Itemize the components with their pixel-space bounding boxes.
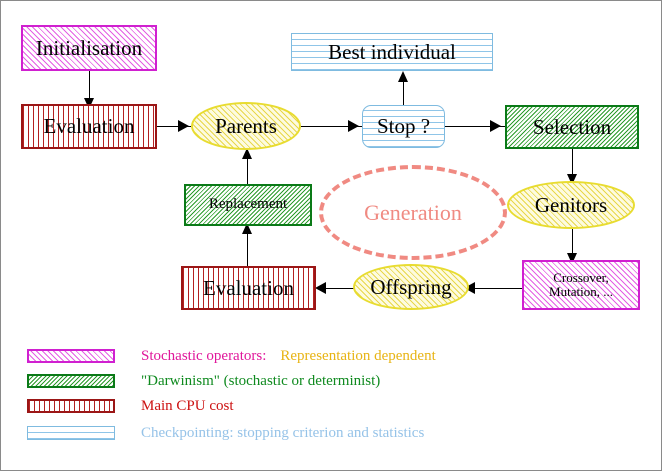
node-offspring[interactable]: Offspring bbox=[353, 264, 469, 310]
edge-stop-best bbox=[403, 73, 404, 107]
node-selection[interactable]: Selection bbox=[505, 105, 639, 149]
legend-swatch-blue-horizontal bbox=[27, 426, 115, 440]
node-crossover-mutation-label: Crossover, Mutation, ... bbox=[549, 270, 613, 299]
arrowhead-right bbox=[348, 120, 359, 132]
legend-label-darwinism: "Darwinism" (stochastic or determinist) bbox=[141, 372, 381, 389]
legend-label-representation-dependent: Representation dependent bbox=[280, 347, 436, 364]
node-evaluation-top-label: Evaluation bbox=[43, 114, 135, 139]
node-offspring-label: Offspring bbox=[370, 274, 452, 299]
legend-row-darwinism: "Darwinism" (stochastic or determinist) bbox=[27, 370, 380, 392]
node-replacement-label: Replacement bbox=[208, 196, 288, 213]
node-stop-label: Stop ? bbox=[376, 114, 431, 139]
legend-row-checkpointing: Checkpointing: stopping criterion and st… bbox=[27, 422, 424, 444]
arrowhead-right bbox=[178, 120, 189, 132]
arrowhead-right bbox=[490, 120, 501, 132]
node-genitors-label: Genitors bbox=[534, 192, 608, 217]
node-initialisation[interactable]: Initialisation bbox=[21, 25, 157, 71]
legend-swatch-red-vertical bbox=[27, 399, 115, 413]
edge-evaluation-replacement bbox=[247, 226, 248, 267]
node-stop[interactable]: Stop ? bbox=[362, 105, 445, 148]
arrowhead-down bbox=[84, 98, 94, 109]
edge-selection-genitors bbox=[572, 149, 573, 180]
arrowhead-left bbox=[464, 282, 475, 294]
legend-row-stochastic: Stochastic operators: Representation dep… bbox=[27, 345, 436, 367]
arrowhead-up bbox=[242, 148, 252, 159]
edge-offspring-evaluation bbox=[318, 288, 362, 289]
legend-row-cpu-cost: Main CPU cost bbox=[27, 395, 234, 417]
node-generation[interactable]: Generation bbox=[319, 165, 507, 260]
node-parents-label: Parents bbox=[215, 113, 277, 138]
node-generation-label: Generation bbox=[364, 199, 462, 225]
node-parents[interactable]: Parents bbox=[191, 102, 301, 150]
arrowhead-left bbox=[315, 282, 326, 294]
legend-label-stochastic: Stochastic operators: bbox=[141, 347, 267, 364]
legend-swatch-green-diagonal bbox=[27, 374, 115, 388]
edge-stop-selection bbox=[445, 126, 505, 127]
node-selection-label: Selection bbox=[532, 114, 612, 139]
node-best-individual[interactable]: Best individual bbox=[291, 33, 493, 71]
node-crossover-mutation[interactable]: Crossover, Mutation, ... bbox=[522, 260, 640, 310]
edge-genitors-crossover bbox=[572, 229, 573, 259]
node-evaluation-bottom[interactable]: Evaluation bbox=[181, 266, 316, 310]
arrowhead-down bbox=[567, 174, 577, 185]
edge-parents-stop bbox=[300, 126, 362, 127]
arrowhead-down bbox=[567, 253, 577, 264]
legend-label-checkpointing: Checkpointing: stopping criterion and st… bbox=[141, 424, 425, 441]
legend-swatch-magenta-diagonal bbox=[27, 349, 115, 363]
node-evaluation-bottom-label: Evaluation bbox=[203, 275, 294, 300]
arrowhead-up bbox=[398, 71, 408, 82]
edge-crossover-offspring bbox=[467, 288, 522, 289]
node-initialisation-label: Initialisation bbox=[35, 35, 143, 60]
node-evaluation-top[interactable]: Evaluation bbox=[21, 104, 157, 149]
node-best-individual-label: Best individual bbox=[328, 39, 456, 64]
node-replacement[interactable]: Replacement bbox=[184, 184, 312, 226]
edge-replacement-parents bbox=[247, 151, 248, 184]
node-genitors[interactable]: Genitors bbox=[507, 181, 635, 229]
arrowhead-up bbox=[242, 223, 252, 234]
edge-initialisation-evaluation bbox=[89, 71, 90, 103]
edge-evaluation-parents bbox=[157, 126, 191, 127]
legend-label-cpu-cost: Main CPU cost bbox=[141, 397, 234, 414]
